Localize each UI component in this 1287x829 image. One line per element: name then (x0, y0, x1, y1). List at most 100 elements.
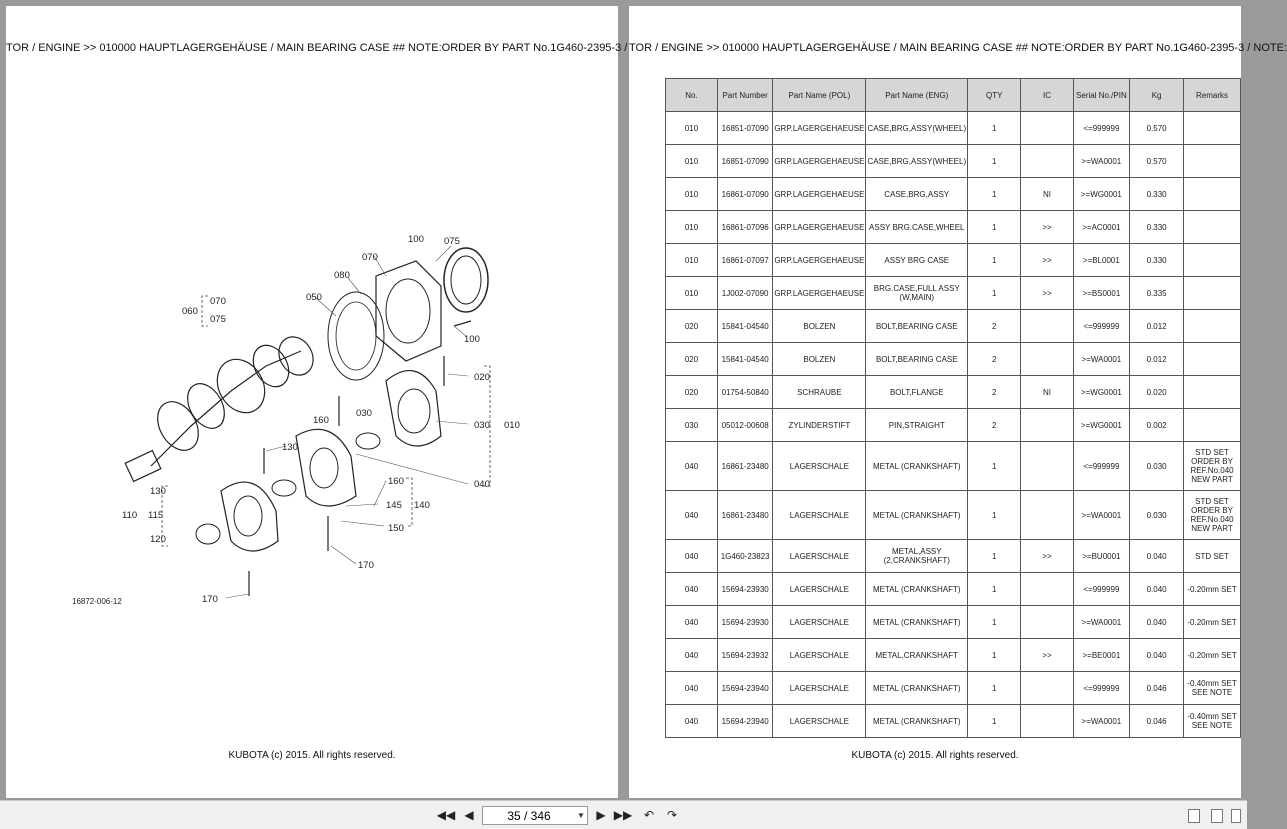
table-cell: 0.012 (1129, 342, 1185, 376)
table-cell: BOLZEN (772, 309, 867, 343)
table-cell: 1 (967, 572, 1022, 606)
single-page-view-icon[interactable] (1188, 809, 1200, 823)
table-cell (1183, 111, 1241, 145)
page-indicator: 35 / 346 (507, 808, 551, 823)
table-cell (1020, 572, 1074, 606)
table-cell (1183, 309, 1241, 343)
next-page-icon[interactable]: ▶ (596, 808, 606, 822)
table-cell: 15694-23930 (716, 605, 774, 639)
svg-text:170: 170 (358, 560, 374, 571)
table-cell: ZYLINDERSTIFT (772, 408, 867, 442)
table-cell: 1 (967, 243, 1022, 277)
table-cell: 2 (967, 375, 1022, 409)
table-cell: LAGERSCHALE (772, 605, 867, 639)
table-cell: 15694-23940 (716, 704, 774, 738)
table-cell: LAGERSCHALE (772, 441, 867, 491)
table-cell: 020 (665, 342, 718, 376)
first-page-icon[interactable]: ◀◀ (436, 808, 456, 822)
table-cell: SCHRAUBE (772, 375, 867, 409)
copyright-footer: KUBOTA (c) 2015. All rights reserved. (228, 750, 396, 761)
table-cell: 1 (967, 605, 1022, 639)
table-cell: 16861-07097 (716, 243, 774, 277)
table-cell: 1 (967, 671, 1022, 705)
svg-text:150: 150 (388, 523, 404, 534)
table-cell: 1 (967, 638, 1022, 672)
table-cell: ASSY BRG CASE (865, 243, 969, 277)
svg-text:110: 110 (122, 510, 137, 521)
left-page: TOR / ENGINE >> 010000 HAUPTLAGERGEHÄUSE… (6, 6, 664, 798)
table-cell: >=WG0001 (1072, 375, 1131, 409)
table-cell: 020 (665, 375, 718, 409)
table-cell: >=BS0001 (1072, 276, 1131, 310)
table-cell: 16861-07096 (716, 210, 774, 244)
svg-text:170: 170 (202, 594, 218, 605)
table-cell: NI (1020, 177, 1074, 211)
facing-view-icon[interactable] (1231, 809, 1241, 823)
svg-text:130: 130 (282, 442, 298, 453)
svg-text:080: 080 (334, 270, 350, 281)
table-cell: >> (1020, 276, 1074, 310)
table-cell: BOLZEN (772, 342, 867, 376)
table-cell: 0.030 (1129, 441, 1185, 491)
table-cell: -0.20mm SET (1183, 638, 1241, 672)
table-cell: BOLT,BEARING CASE (865, 342, 969, 376)
copyright-footer: KUBOTA (c) 2015. All rights reserved. (851, 750, 1019, 761)
table-cell: 16851-07090 (716, 144, 774, 178)
go-forward-icon[interactable]: ↷ (666, 808, 678, 822)
table-cell: 010 (665, 210, 718, 244)
table-cell (1020, 605, 1074, 639)
table-cell: <=999999 (1072, 111, 1131, 145)
table-cell: >=BL0001 (1072, 243, 1131, 277)
go-back-icon[interactable]: ↶ (643, 808, 655, 822)
table-cell (1020, 671, 1074, 705)
table-cell: 0.040 (1129, 638, 1185, 672)
table-cell: 0.012 (1129, 309, 1185, 343)
table-cell: 2 (967, 309, 1022, 343)
table-cell: METAL (CRANKSHAFT) (865, 671, 969, 705)
svg-text:120: 120 (150, 534, 166, 545)
table-cell: 01754-50840 (716, 375, 774, 409)
table-cell: BRG.CASE,FULL ASSY (W,MAIN) (865, 276, 969, 310)
table-cell: METAL (CRANKSHAFT) (865, 490, 969, 540)
column-header: Kg (1129, 78, 1185, 112)
table-cell: 010 (665, 111, 718, 145)
last-page-icon[interactable]: ▶▶ (613, 808, 633, 822)
table-cell (1020, 441, 1074, 491)
table-cell (1183, 276, 1241, 310)
svg-text:070: 070 (362, 252, 378, 263)
table-cell: 15694-23940 (716, 671, 774, 705)
table-cell: 1 (967, 144, 1022, 178)
svg-text:130: 130 (150, 486, 166, 497)
table-cell: 040 (665, 704, 718, 738)
page-number-select[interactable]: 35 / 346 ▼ (482, 806, 588, 825)
svg-text:140: 140 (414, 500, 430, 511)
table-cell: >=WA0001 (1072, 144, 1131, 178)
table-cell: GRP.LAGERGEHAEUSE (772, 177, 867, 211)
table-cell: -0.20mm SET (1183, 572, 1241, 606)
continuous-view-icon[interactable] (1211, 809, 1223, 823)
table-cell (1020, 111, 1074, 145)
table-cell: 030 (665, 408, 718, 442)
table-cell: 040 (665, 539, 718, 573)
exploded-parts-diagram: 100 075 070 080 060 070 075 050 100 020 … (72, 234, 520, 606)
previous-page-icon[interactable]: ◀ (464, 808, 474, 822)
table-cell: 0.020 (1129, 375, 1185, 409)
table-cell: >=WA0001 (1072, 704, 1131, 738)
table-cell: 0.570 (1129, 111, 1185, 145)
svg-text:050: 050 (306, 292, 322, 303)
table-cell (1020, 342, 1074, 376)
table-cell: GRP.LAGERGEHAEUSE (772, 111, 867, 145)
table-cell: 16861-23480 (716, 490, 774, 540)
svg-text:070: 070 (210, 296, 226, 307)
table-cell: 040 (665, 638, 718, 672)
table-cell: STD SET (1183, 539, 1241, 573)
